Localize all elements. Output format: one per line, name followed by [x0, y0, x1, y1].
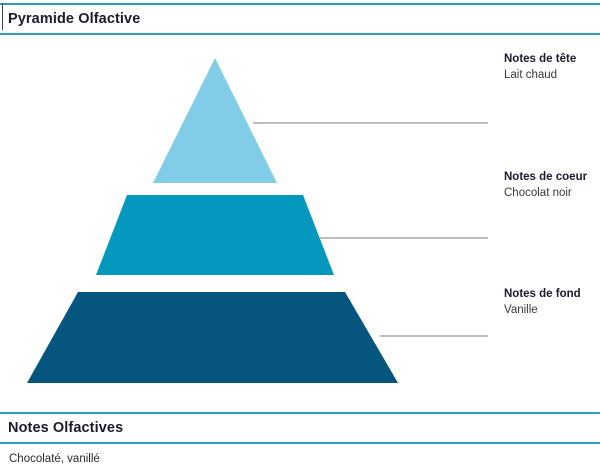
- tier-name-top: Notes de tête: [504, 53, 577, 65]
- tier-name-base: Notes de fond: [504, 288, 581, 300]
- pyramid-tier-top[interactable]: [153, 58, 277, 183]
- olfactive-pyramid-diagram: [0, 40, 500, 400]
- tier-label-top: Notes de tête Lait chaud: [504, 52, 600, 83]
- pyramid-tier-base[interactable]: [27, 292, 398, 383]
- notes-section-body: Chocolaté, vanillé: [9, 453, 100, 465]
- pyramid-section-header: Pyramide Olfactive: [0, 3, 600, 35]
- pyramid-tier-middle[interactable]: [96, 195, 334, 275]
- pyramid-svg: [27, 58, 488, 383]
- tier-value-middle: Chocolat noir: [504, 187, 572, 199]
- notes-section-header: Notes Olfactives: [0, 412, 600, 444]
- notes-section-title: Notes Olfactives: [8, 420, 124, 436]
- tier-label-base: Notes de fond Vanille: [504, 287, 600, 318]
- tier-value-base: Vanille: [504, 304, 538, 316]
- tier-label-middle: Notes de coeur Chocolat noir: [504, 170, 600, 201]
- pyramid-section-title: Pyramide Olfactive: [8, 11, 141, 27]
- header-left-accent: [2, 3, 3, 30]
- tier-value-top: Lait chaud: [504, 69, 558, 81]
- tier-name-middle: Notes de coeur: [504, 171, 588, 183]
